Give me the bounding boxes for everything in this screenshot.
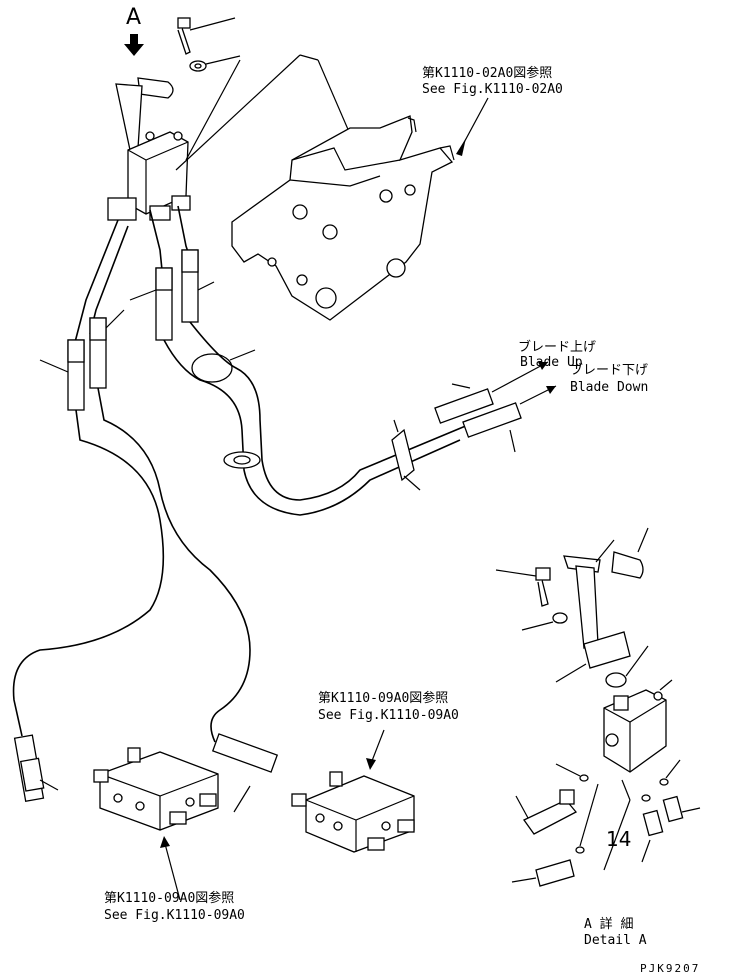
view-arrow-icon <box>124 34 144 56</box>
blade-down-jp: ブレード下げ <box>570 362 648 378</box>
detail-a-assembly <box>495 527 701 887</box>
plate-reference-en: See Fig.K1110-02A0 <box>422 82 563 97</box>
lower-left-valve <box>13 733 279 901</box>
mounting-plate <box>231 97 489 321</box>
valve-left-reference-jp: 第K1110-09A0図参照 <box>104 890 234 906</box>
valve-left-reference-en: See Fig.K1110-09A0 <box>104 908 245 923</box>
blade-down-en: Blade Down <box>570 380 648 395</box>
lower-right-valve <box>291 729 415 853</box>
view-marker-label: A <box>126 5 141 30</box>
hose-bundle <box>12 205 557 743</box>
valve-right-reference-en: See Fig.K1110-09A0 <box>318 708 459 723</box>
plate-reference-jp: 第K1110-02A0図参照 <box>422 65 552 81</box>
detail-title-jp: A 詳 細 <box>584 916 633 932</box>
detail-title-en: Detail A <box>584 933 647 948</box>
valve-right-reference-jp: 第K1110-09A0図参照 <box>318 690 448 706</box>
detail-part-number: 14 <box>606 827 631 851</box>
blade-up-jp: ブレード上げ <box>518 339 596 355</box>
blade-up-en: Blade Up <box>520 355 583 370</box>
drawing-code: PJK9207 <box>640 962 700 975</box>
